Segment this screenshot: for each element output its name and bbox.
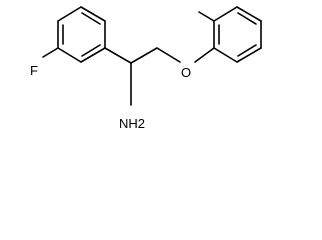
tolyl-ring <box>213 6 262 63</box>
fluorophenyl-ring <box>57 6 106 63</box>
ring1-bond-6 <box>57 6 82 22</box>
molecule-diagram: F NH2 O <box>30 6 262 131</box>
oxygen-label: O <box>181 65 191 80</box>
ring-to-ch-bond <box>104 47 132 64</box>
ring2-bond-2 <box>213 6 238 22</box>
ring2-bond-3 <box>236 6 262 22</box>
ring1-double-2 <box>81 44 101 57</box>
ring1-double-1 <box>81 12 101 25</box>
ring1-bond-4 <box>57 47 82 63</box>
ring2-bond-6 <box>213 47 238 63</box>
structure-canvas: F NH2 O <box>30 6 262 131</box>
o-to-ring-bond <box>194 47 215 63</box>
ring2-double-3 <box>237 44 257 57</box>
ring2-double-2 <box>237 12 257 25</box>
fluorine-label: F <box>30 63 38 78</box>
ring2-bond-5 <box>236 47 262 63</box>
ch-to-ch2-bond <box>130 47 158 64</box>
ring1-bond-1 <box>80 6 106 22</box>
ch2-to-o-bond <box>156 47 181 63</box>
methyl-bond <box>198 11 215 22</box>
ring1-bond-3 <box>80 47 106 63</box>
amine-label: NH2 <box>119 116 145 131</box>
c-f-bond <box>42 47 59 58</box>
